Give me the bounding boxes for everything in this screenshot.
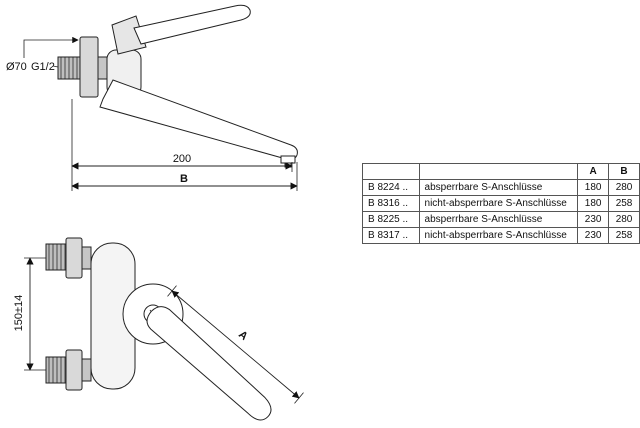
dim-line-A	[171, 290, 300, 399]
wall-flange-top	[65, 237, 83, 279]
table-row: B 8224 .. absperrbare S-Anschlüsse 180 2…	[362, 179, 640, 196]
desc-cell: absperrbare S-Anschlüsse	[418, 211, 579, 228]
diameter-leader	[23, 36, 79, 58]
table-header-row: A B	[362, 163, 640, 180]
thread-pipe-top	[45, 243, 67, 271]
lever-hub-side	[111, 15, 147, 55]
desc-cell: nicht-absperrbare S-Anschlüsse	[418, 195, 579, 212]
lever-side	[133, 4, 251, 45]
table-row: B 8225 .. absperrbare S-Anschlüsse 230 2…	[362, 211, 640, 228]
thread-pipe-side	[57, 56, 81, 80]
value-b-cell: 280	[608, 211, 640, 228]
spout-side	[99, 79, 298, 160]
spec-table: A B B 8224 .. absperrbare S-Anschlüsse 1…	[362, 163, 640, 244]
front-view	[24, 237, 304, 421]
wall-flange-side	[79, 36, 99, 98]
thread-pipe-bottom	[45, 356, 67, 384]
collar-side	[97, 56, 108, 80]
table-row: B 8316 .. nicht-absperrbare S-Anschlüsse…	[362, 195, 640, 212]
dim-150-label: 150±14	[13, 295, 25, 332]
side-view	[23, 4, 298, 191]
model-cell: B 8316 ..	[362, 195, 420, 212]
value-a-cell: 230	[577, 227, 610, 244]
thread-label: G1/2	[31, 61, 55, 73]
thread-leader	[52, 65, 59, 68]
value-b-cell: 280	[608, 179, 640, 196]
model-cell: B 8317 ..	[362, 227, 420, 244]
desc-cell: absperrbare S-Anschlüsse	[418, 179, 579, 196]
value-b-cell: 258	[608, 195, 640, 212]
model-cell: B 8224 ..	[362, 179, 420, 196]
value-a-cell: 230	[577, 211, 610, 228]
value-a-cell: 180	[577, 179, 610, 196]
collar-top	[81, 246, 92, 270]
dim-200-label: 200	[173, 153, 191, 165]
table-row: B 8317 .. nicht-absperrbare S-Anschlüsse…	[362, 227, 640, 244]
value-b-cell: 258	[608, 227, 640, 244]
header-col-a: A	[577, 163, 610, 180]
header-model-blank	[362, 163, 420, 180]
wall-flange-bottom	[65, 349, 83, 391]
collar-bottom	[81, 358, 92, 382]
diameter-label: Ø70	[6, 61, 27, 73]
header-col-b: B	[608, 163, 640, 180]
header-desc-blank	[418, 163, 579, 180]
desc-cell: nicht-absperrbare S-Anschlüsse	[418, 227, 579, 244]
aerator	[280, 155, 296, 164]
lever-front	[146, 306, 272, 421]
dim-A-label: A	[236, 329, 250, 343]
value-a-cell: 180	[577, 195, 610, 212]
dim-B-label: B	[180, 173, 188, 185]
model-cell: B 8225 ..	[362, 211, 420, 228]
